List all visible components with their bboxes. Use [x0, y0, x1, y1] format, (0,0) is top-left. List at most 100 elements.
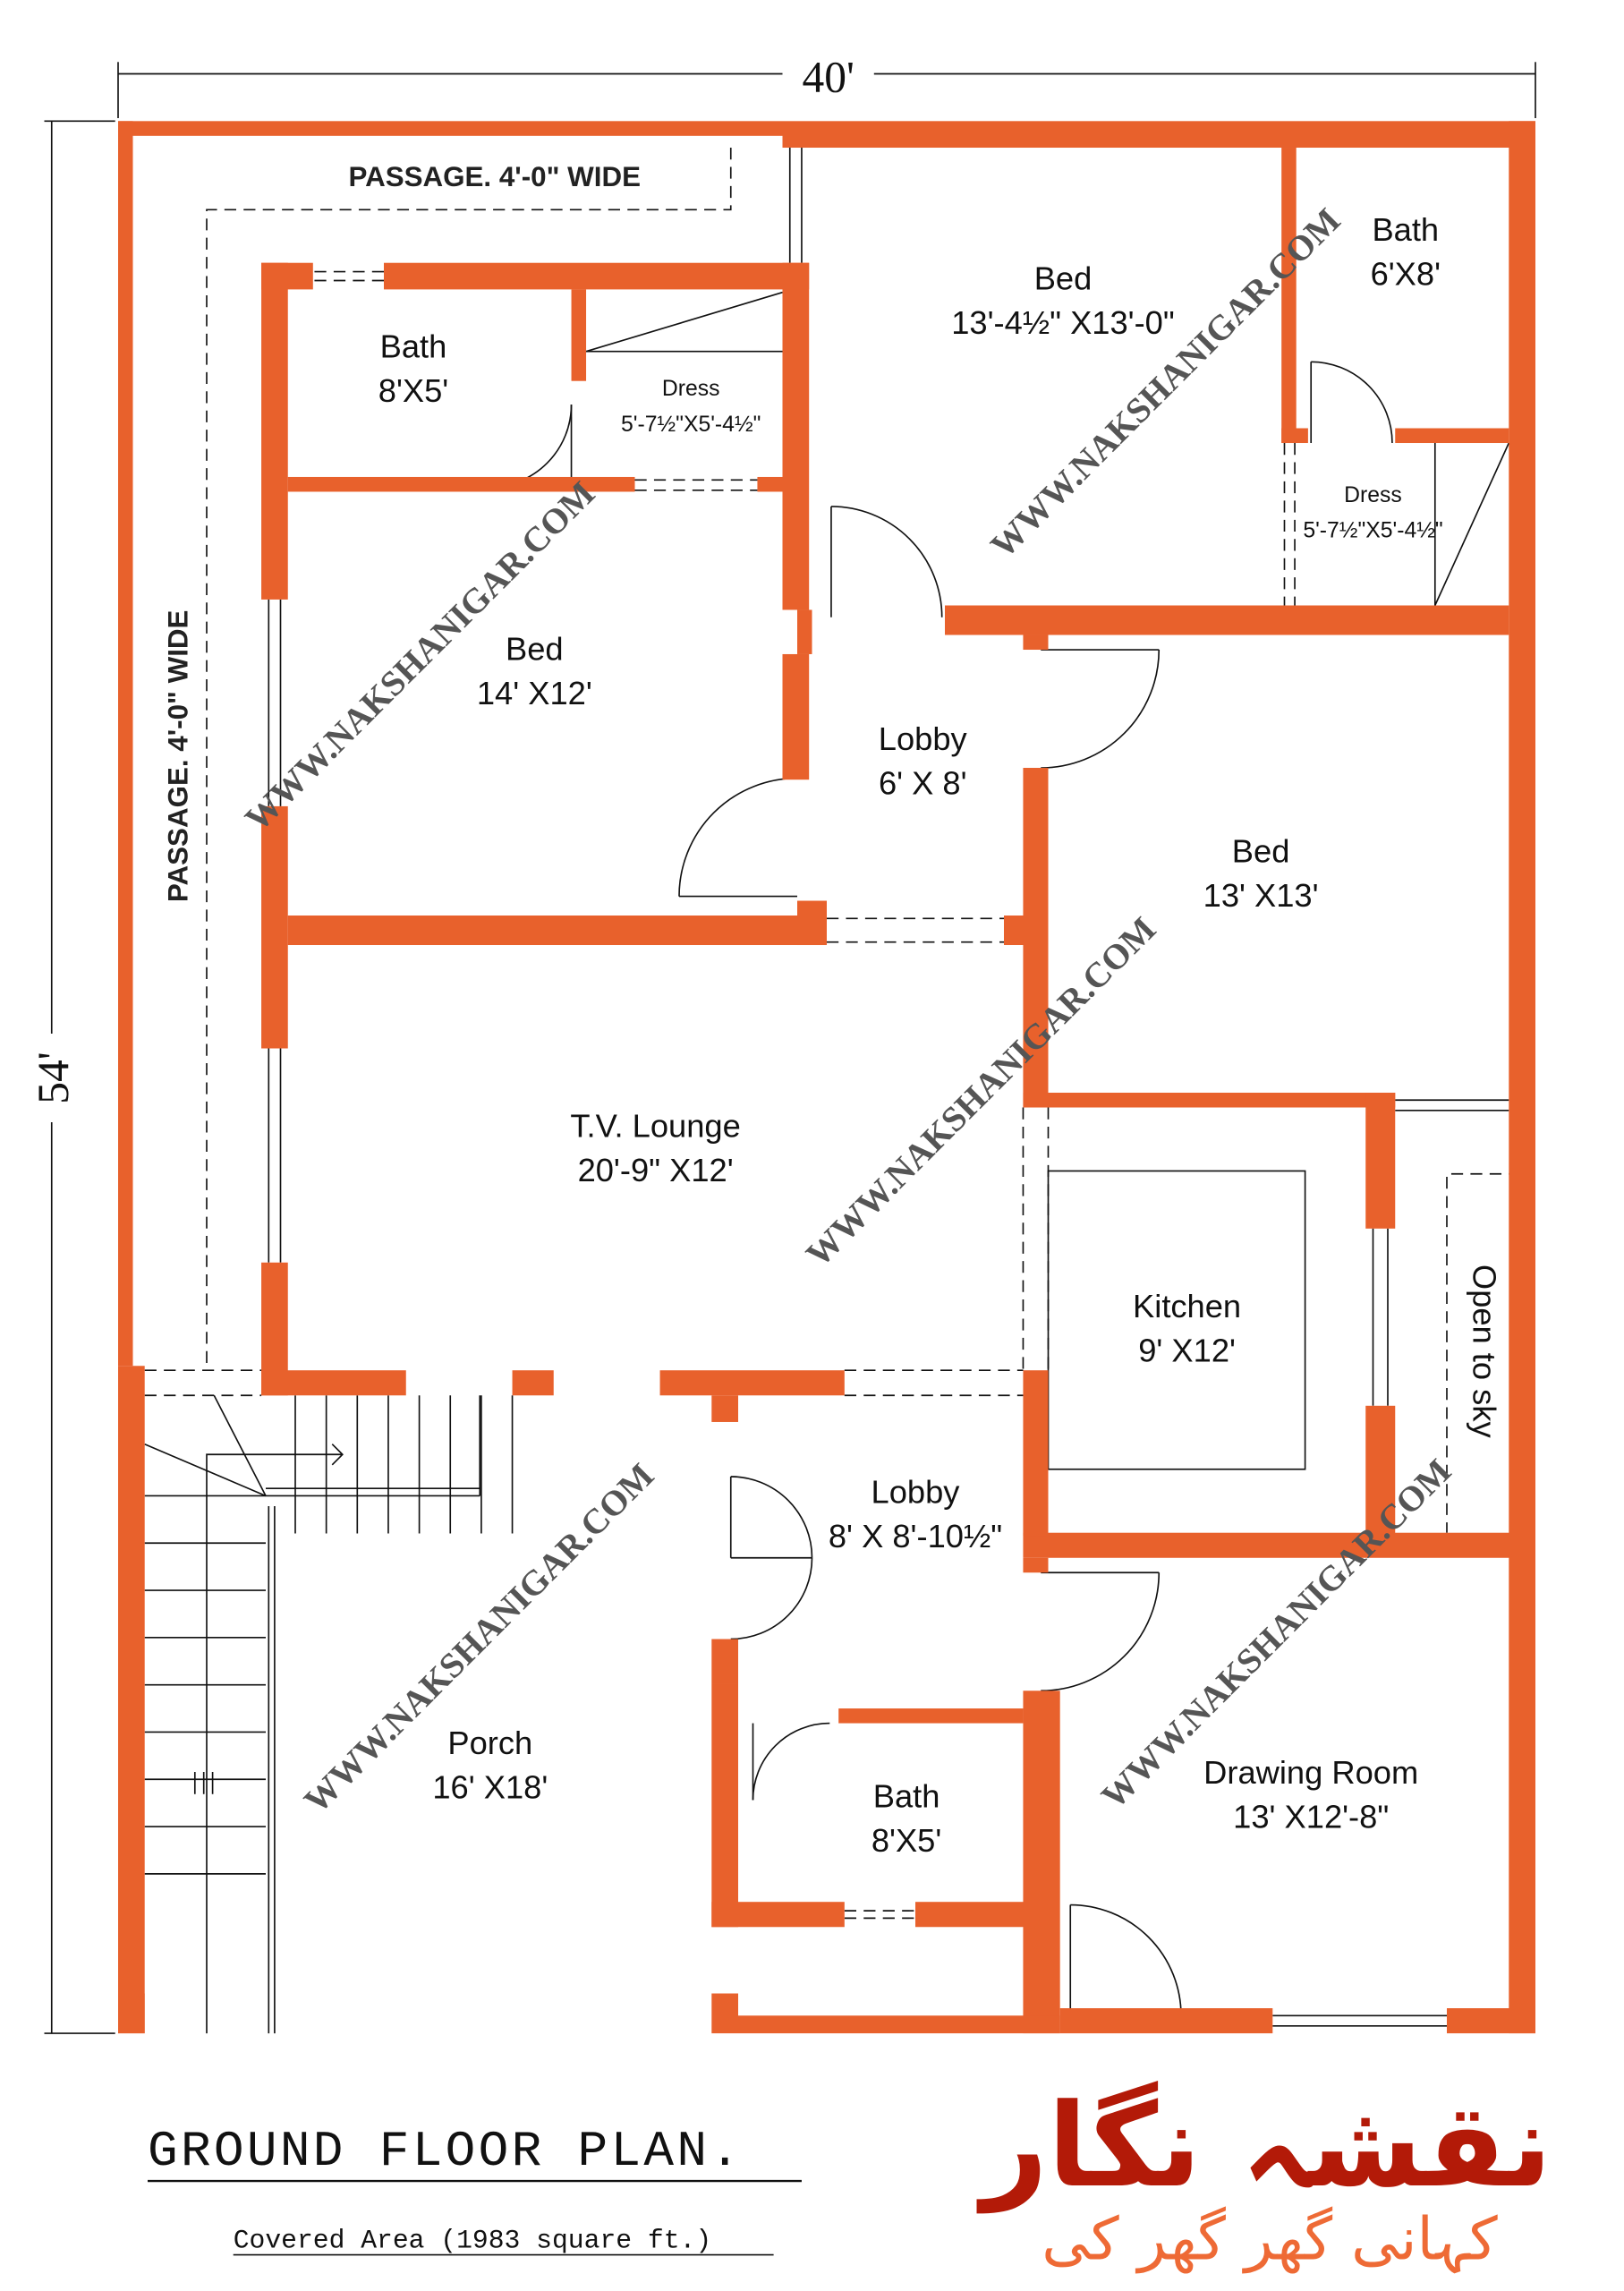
logo-tagline: کہانی گھر گھر کی: [1042, 2205, 1498, 2274]
wall: [1059, 2008, 1181, 2034]
room-name: T.V. Lounge: [570, 1108, 740, 1145]
wall: [118, 121, 783, 136]
room-label: Bath 6'X8': [1371, 211, 1441, 293]
door[interactable]: [730, 1556, 813, 1640]
nakshanigar-logo: نقشہ نگار کہانی گھر گھر کی: [976, 2080, 1552, 2274]
room-label: Bed 13'-4½" X13'-0": [951, 260, 1174, 341]
door[interactable]: [1310, 361, 1393, 444]
room-name: Bed: [506, 631, 564, 668]
door[interactable]: [1069, 1903, 1182, 2016]
wall: [1023, 1557, 1049, 1573]
wall: [1365, 1405, 1396, 1537]
room-size: 9' X12': [1138, 1332, 1236, 1368]
depth-dimension: 54': [29, 120, 115, 2034]
wall: [1023, 1093, 1396, 1108]
wall: [782, 121, 1535, 149]
wall: [1281, 148, 1297, 444]
wall: [384, 262, 810, 290]
room-size: 14' X12': [477, 675, 592, 711]
open-to-sky-label: Open to sky: [1467, 1265, 1503, 1439]
room-label: Dress 5'-7½"X5'-4½": [621, 377, 761, 437]
room-label: Bed 14' X12': [477, 631, 592, 712]
watermark: WWW.NAKSHANIGAR.COM: [798, 909, 1163, 1274]
room-size: 13' X13': [1203, 877, 1319, 914]
room-size: 8'X5': [872, 1822, 941, 1859]
fixtures: [193, 148, 1510, 2034]
wall: [797, 609, 812, 654]
wall: [1181, 2008, 1273, 2034]
room-label: Drawing Room 13' X12'-8": [1203, 1754, 1418, 1835]
door[interactable]: [1041, 649, 1161, 769]
room-name: Kitchen: [1133, 1288, 1241, 1324]
door[interactable]: [752, 1722, 830, 1801]
wall: [711, 1683, 738, 1928]
room-name: Dress: [662, 377, 720, 401]
door[interactable]: [489, 405, 573, 489]
logo-main: نقشہ نگار: [976, 2080, 1552, 2213]
wall: [1447, 2008, 1535, 2034]
wall: [118, 1366, 145, 2034]
room-size: 13' X12'-8": [1233, 1799, 1389, 1835]
wall: [711, 1639, 738, 1684]
wall: [118, 121, 133, 1367]
wall: [261, 805, 288, 1049]
wall: [1023, 768, 1049, 1108]
room-size: 5'-7½"X5'-4½": [621, 413, 761, 437]
room-size: 13'-4½" X13'-0": [951, 304, 1174, 341]
wall: [261, 1370, 406, 1396]
wall: [512, 1370, 554, 1396]
doors: [489, 361, 1393, 2016]
wall: [261, 262, 288, 600]
wall: [659, 1370, 845, 1396]
width-label: 40': [802, 52, 854, 101]
wall: [571, 289, 587, 381]
room-size: 8'X5': [378, 372, 448, 409]
room-size: 16' X18': [432, 1769, 548, 1806]
door[interactable]: [1041, 1571, 1161, 1692]
wall: [738, 2015, 1060, 2034]
wall: [1395, 428, 1509, 444]
room-name: Dress: [1344, 483, 1402, 507]
room-name: Lobby: [872, 1474, 961, 1511]
wall: [1509, 121, 1535, 2034]
wall: [782, 653, 810, 780]
room-label: Lobby 8' X 8'-10½": [829, 1474, 1002, 1555]
room-name: Drawing Room: [1203, 1754, 1418, 1791]
passage-top-label: PASSAGE. 4'-0" WIDE: [348, 161, 641, 192]
room-name: Bath: [1372, 211, 1439, 248]
door[interactable]: [729, 1476, 813, 1558]
room-name: Porch: [447, 1725, 532, 1761]
room-size: 6' X 8': [879, 765, 967, 802]
room-size: 6'X8': [1371, 255, 1441, 292]
covered-area: Covered Area (1983 square ft.): [234, 2225, 711, 2255]
wall: [711, 1902, 845, 1928]
room-size: 8' X 8'-10½": [829, 1518, 1002, 1554]
passage-outline: [144, 148, 1521, 1920]
room-label: Bed 13' X13': [1203, 833, 1319, 915]
wall: [1365, 1093, 1396, 1229]
wall: [782, 262, 810, 610]
door[interactable]: [678, 777, 798, 898]
wall: [1520, 1118, 1535, 1537]
wall: [118, 1993, 145, 2034]
door[interactable]: [830, 506, 943, 617]
room-label: Lobby 6' X 8': [879, 720, 968, 802]
wall: [1023, 1691, 1060, 2034]
wall: [838, 1708, 1024, 1724]
watermark: WWW.NAKSHANIGAR.COM: [296, 1456, 661, 1821]
width-dimension: 40': [117, 52, 1536, 119]
room-name: Bed: [1232, 833, 1290, 870]
wall: [711, 1395, 738, 1422]
wall: [261, 262, 313, 290]
walls: [118, 121, 1535, 2034]
wall: [757, 476, 783, 492]
room-size: 20'-9" X12': [578, 1152, 734, 1188]
room-name: Bath: [380, 328, 447, 364]
room-name: Bath: [873, 1778, 940, 1815]
room-name: Bed: [1034, 260, 1093, 296]
room-name: Lobby: [879, 720, 968, 757]
watermarks: WWW.NAKSHANIGAR.COMWWW.NAKSHANIGAR.COMWW…: [237, 200, 1458, 1820]
room-label: Porch 16' X18': [432, 1725, 548, 1806]
plan-title: GROUND FLOOR PLAN.: [148, 2123, 743, 2180]
